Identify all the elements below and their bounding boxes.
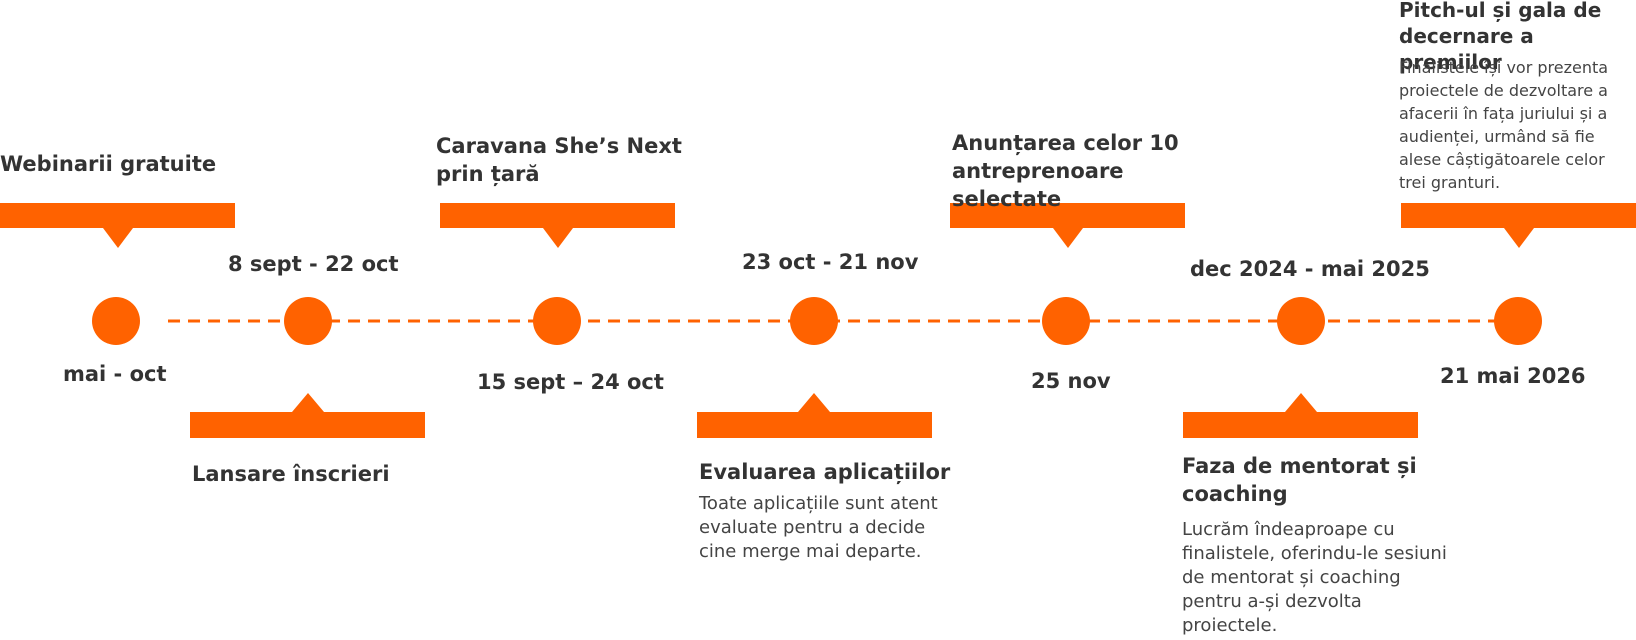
milestone-date-5: 25 nov (1031, 369, 1111, 393)
milestone-dot-1 (92, 297, 140, 345)
milestone-dot-7 (1494, 297, 1542, 345)
milestone-date-3: 15 sept – 24 oct (477, 370, 664, 394)
callout-banner-1 (0, 203, 235, 248)
milestone-title-1: Webinarii gratuite (0, 152, 217, 176)
callout-banner-2 (190, 393, 425, 438)
milestone-title-4: Evaluarea aplicațiilor (699, 460, 951, 484)
milestone-title-2: Lansare înscrieri (192, 462, 390, 486)
milestone-dot-5 (1042, 297, 1090, 345)
milestone-description-6: Lucrăm îndeaproape cu finalistele, oferi… (1182, 519, 1447, 636)
callout-banner-6 (1183, 393, 1418, 438)
milestone-date-6: dec 2024 - mai 2025 (1190, 257, 1430, 281)
callout-banner-4 (697, 393, 932, 438)
milestone-title-5: Anunțarea celor 10 antreprenoare selecta… (952, 131, 1179, 211)
callout-banner-3 (440, 203, 675, 248)
milestone-date-4: 23 oct - 21 nov (742, 250, 919, 274)
milestone-date-2: 8 sept - 22 oct (228, 252, 399, 276)
milestone-dot-3 (533, 297, 581, 345)
milestone-date-7: 21 mai 2026 (1440, 364, 1586, 388)
milestone-title-6: Faza de mentorat și coaching (1182, 454, 1417, 506)
milestone-description-7: Finalistele își vor prezenta proiectele … (1399, 58, 1609, 192)
milestone-date-1: mai - oct (63, 362, 167, 386)
milestone-dot-4 (790, 297, 838, 345)
milestone-title-3: Caravana She’s Next prin țară (436, 134, 682, 186)
milestone-dot-2 (284, 297, 332, 345)
milestone-title-7: Pitch-ul și gala de decernare a premiilo… (1399, 0, 1602, 74)
milestone-dot-6 (1277, 297, 1325, 345)
callout-banner-7 (1401, 203, 1636, 248)
callout-banner-5 (950, 203, 1185, 248)
milestone-description-4: Toate aplicațiile sunt atent evaluate pe… (699, 493, 938, 562)
